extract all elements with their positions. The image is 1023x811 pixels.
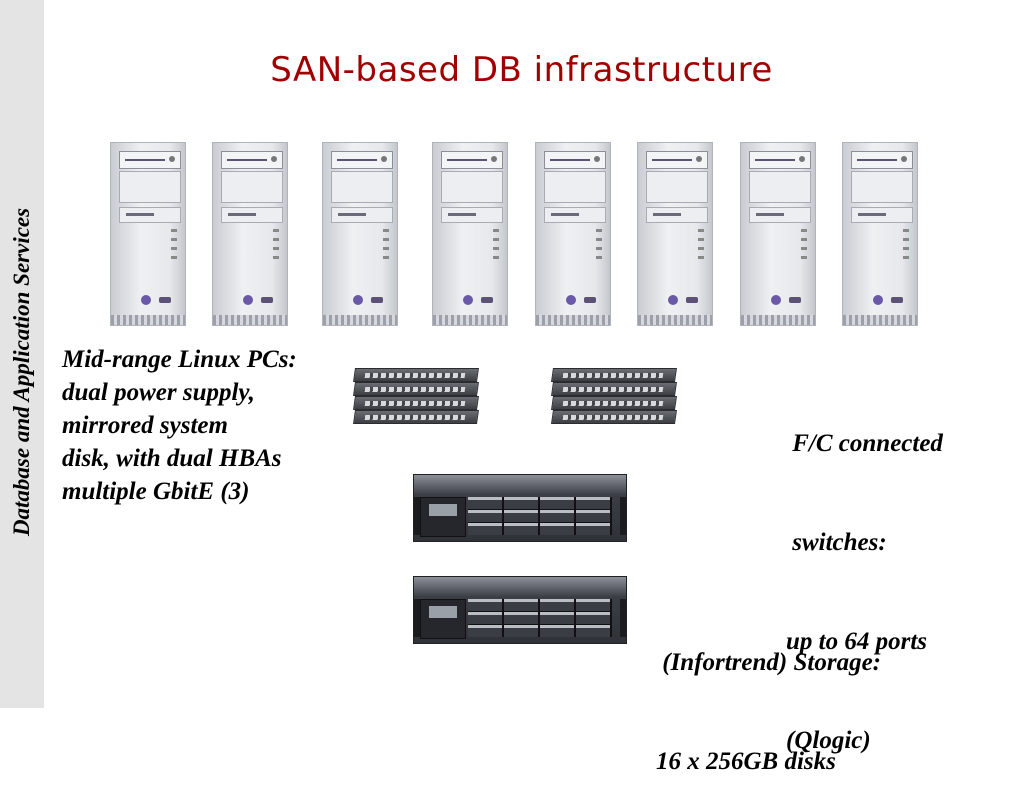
storage-caption-line: (Infortrend) Storage: [656,649,882,676]
pc-tower-image [110,142,186,326]
pc-tower-image [740,142,816,326]
switch-caption: F/C connected switches: up to 64 ports (… [786,361,943,790]
pc-tower-image [842,142,918,326]
fc-switch-image [353,368,479,430]
pcs-caption-line: Mid-range Linux PCs: [62,346,297,373]
pc-tower-image [535,142,611,326]
storage-caption: (Infortrend) Storage: 16 x 256GB disks [656,580,881,811]
pcs-caption-line: disk, with dual HBAs [62,445,282,472]
pcs-caption-line: mirrored system [62,412,228,439]
pcs-caption-line: dual power supply, [62,379,255,406]
pcs-caption-line: multiple GbitE (3) [62,478,250,505]
pc-tower-image [322,142,398,326]
switch-caption-line: F/C connected [786,430,943,457]
pc-tower-image [212,142,288,326]
storage-caption-line: 16 x 256GB disks [656,748,836,775]
pcs-caption: Mid-range Linux PCs: dual power supply, … [62,343,297,508]
storage-array-image [413,576,627,644]
fc-switch-image [551,368,677,430]
sidebar-label: Database and Application Services [9,207,34,537]
pc-tower-image [432,142,508,326]
slide-title: SAN-based DB infrastructure [270,50,773,90]
switch-caption-line: up to 64 ports [786,628,928,655]
sidebar-band: Database and Application Services [0,0,44,708]
switch-caption-line: switches: [786,529,887,556]
pc-tower-image [637,142,713,326]
storage-array-image [413,474,627,542]
